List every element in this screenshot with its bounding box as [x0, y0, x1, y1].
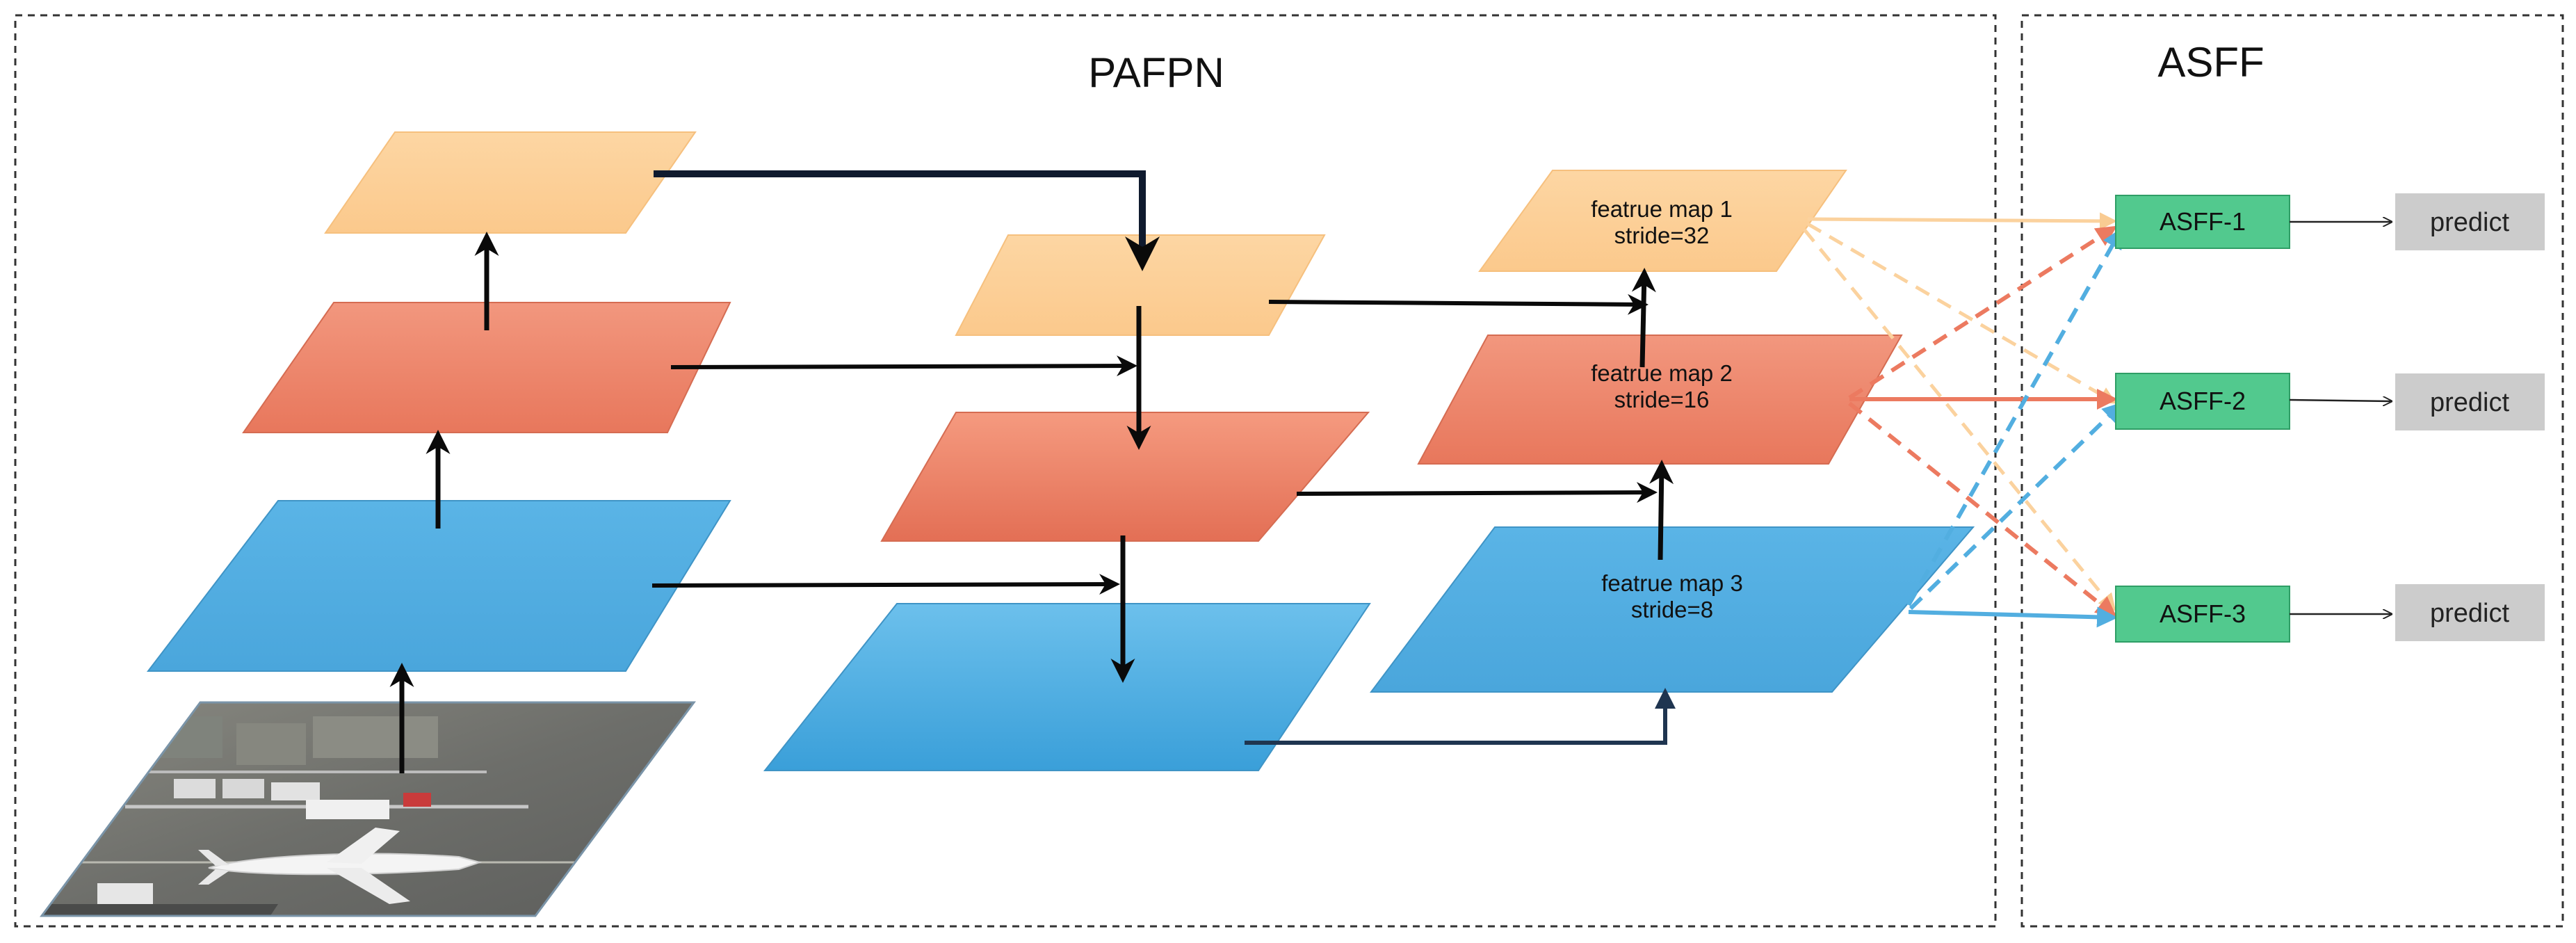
predict-label-3: predict — [2430, 599, 2509, 628]
backbone-level-blue — [146, 500, 731, 672]
link-fm3-to-asff1 — [1906, 227, 2123, 606]
arrow-col1-salmon-to-col2-salmon — [670, 355, 1137, 377]
feature-map-2 — [1417, 335, 1903, 465]
pafpn-title: PAFPN — [1088, 49, 1224, 96]
arrow-col2-salmon-to-fm2 — [1296, 482, 1658, 503]
input-image-frame — [40, 701, 696, 917]
arrow-fm3-to-fm2 — [1649, 460, 1674, 561]
predict-box-1 — [2395, 193, 2545, 250]
feature-map-2-name: featrue map 2 — [1591, 360, 1733, 386]
backbone-level-salmon — [242, 302, 731, 433]
predict-label-1: predict — [2430, 208, 2509, 237]
feature-map-1-stride: stride=32 — [1614, 223, 1710, 248]
feature-map-3 — [1369, 526, 1975, 693]
asff-module-3 — [2115, 586, 2290, 643]
arrow-asff2-to-predict — [2289, 400, 2392, 401]
asff-module-1-label: ASFF-1 — [2160, 207, 2246, 236]
predict-box-2 — [2395, 373, 2545, 430]
feature-map-3-stride: stride=8 — [1631, 597, 1713, 622]
feature-map-3-name: featrue map 3 — [1601, 570, 1743, 596]
airplane-icon — [198, 828, 483, 904]
arrow-col1-blue-to-col2-blue — [651, 574, 1120, 595]
predict-label-2: predict — [2430, 388, 2509, 417]
feature-map-2-stride: stride=16 — [1614, 387, 1710, 412]
link-fm2-to-asff3 — [1848, 401, 2117, 618]
input-image — [42, 702, 694, 916]
link-fm1-to-asff2 — [1806, 222, 2117, 404]
feature-map-1 — [1478, 170, 1847, 272]
arrow-fm2-to-fm1 — [1631, 268, 1656, 368]
backbone-level-orange — [324, 131, 697, 234]
link-fm3-to-asff3 — [1908, 606, 2118, 628]
asff-module-2-label: ASFF-2 — [2160, 387, 2246, 415]
topdown-level-salmon — [880, 412, 1370, 542]
asff-title: ASFF — [2157, 39, 2264, 86]
link-fm3-to-asff2 — [1909, 401, 2124, 611]
asff-module-1 — [2115, 195, 2290, 249]
arrow-col1-orange-to-col2-orange — [654, 170, 1160, 271]
link-fm1-to-asff1 — [1807, 212, 2117, 230]
predict-box-3 — [2395, 584, 2545, 641]
link-fm1-to-asff3 — [1803, 228, 2116, 611]
pafpn-panel — [14, 14, 1997, 928]
arrow-col2-blue-to-fm3 — [1245, 688, 1676, 745]
topdown-level-blue — [763, 603, 1371, 771]
arrow-col2-orange-to-fm1 — [1268, 293, 1649, 315]
asff-module-3-label: ASFF-3 — [2160, 599, 2246, 628]
asff-module-2 — [2115, 373, 2290, 430]
link-fm2-to-asff1 — [1848, 225, 2118, 400]
feature-map-1-name: featrue map 1 — [1591, 196, 1733, 222]
asff-panel — [2020, 14, 2564, 928]
topdown-level-orange — [955, 234, 1326, 336]
